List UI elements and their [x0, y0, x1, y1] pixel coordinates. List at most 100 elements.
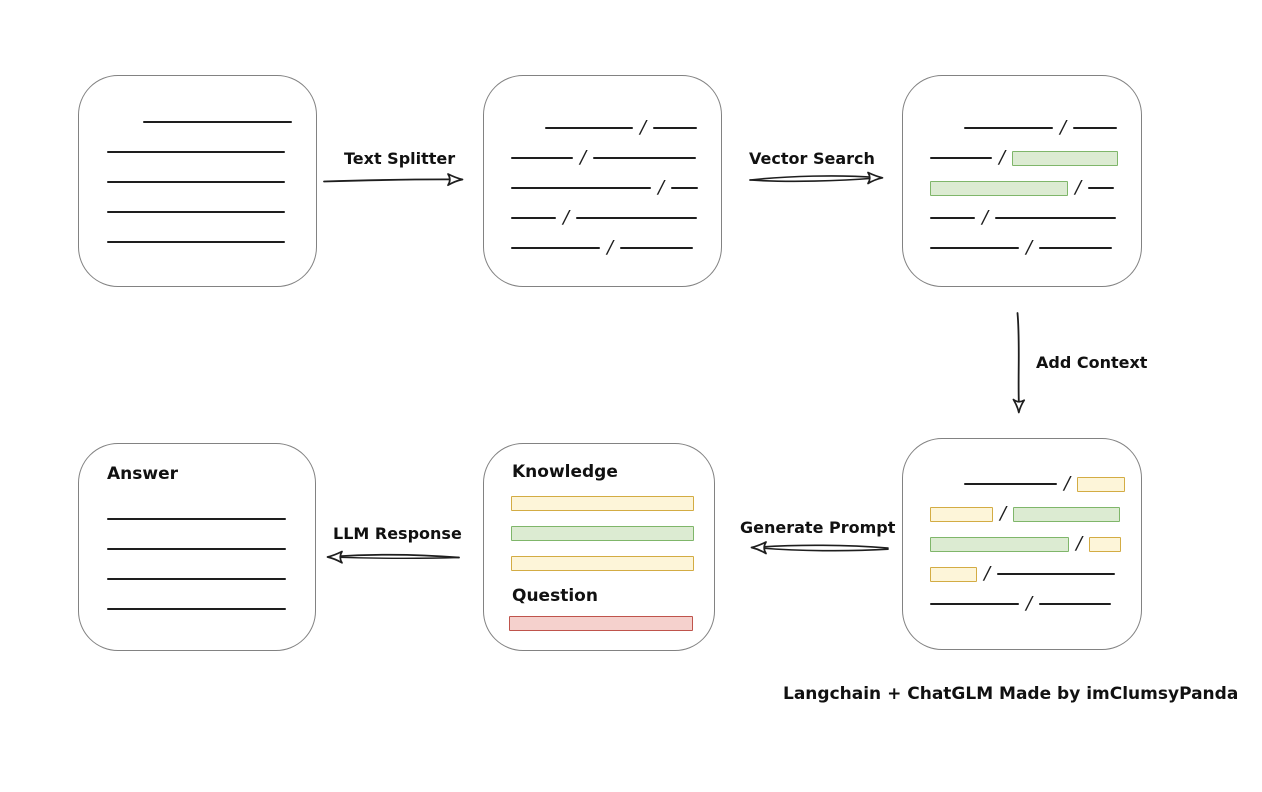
text-row [107, 594, 315, 624]
slash-separator: / [984, 563, 991, 584]
generate-prompt-arrow-icon[interactable] [738, 539, 892, 557]
slash-separator: / [1000, 503, 1007, 524]
text-row [107, 564, 315, 594]
green-highlight-rect [511, 525, 694, 541]
text-line [511, 247, 600, 249]
indent-gap [930, 128, 958, 129]
slash-separator: / [1064, 473, 1071, 494]
text-line [511, 157, 573, 159]
yellow-highlight-rect [1077, 476, 1126, 492]
text-row: / [930, 529, 1141, 559]
text-row: / [511, 203, 721, 233]
text-row [509, 608, 714, 638]
vector-matched-box[interactable]: / / / / / [902, 75, 1142, 287]
text-line [593, 157, 697, 159]
green-highlight-rect [1013, 506, 1121, 522]
llm-response-label: LLM Response [333, 524, 462, 543]
red-highlight-rect [509, 615, 693, 631]
text-line [930, 217, 975, 219]
text-line [107, 578, 286, 580]
add-context-arrow-icon[interactable] [1008, 311, 1032, 415]
text-line [107, 518, 286, 520]
yellow-highlight-rect [930, 566, 977, 582]
text-row: / [930, 233, 1141, 263]
knowledge-bars [511, 488, 714, 578]
text-line [107, 241, 285, 243]
yellow-highlight-rect [511, 555, 694, 571]
slash-separator: / [982, 207, 989, 228]
text-line [964, 127, 1053, 129]
slash-separator: / [1076, 533, 1083, 554]
add-context-label: Add Context [1036, 353, 1148, 372]
text-row: / [930, 203, 1141, 233]
text-row: / [930, 143, 1141, 173]
text-line [107, 181, 285, 183]
text-row [107, 227, 316, 257]
answer-box[interactable]: Answer [78, 443, 316, 651]
text-splitter-arrow-icon[interactable] [322, 171, 468, 189]
text-row [107, 107, 316, 137]
text-line [576, 217, 698, 219]
text-line [620, 247, 694, 249]
text-splitter-label: Text Splitter [344, 149, 456, 168]
text-line [997, 573, 1116, 575]
text-row: / [511, 233, 721, 263]
text-row [511, 548, 714, 578]
slash-separator: / [999, 147, 1006, 168]
answer-lines [107, 504, 315, 624]
yellow-highlight-rect [1089, 536, 1122, 552]
text-row [107, 167, 316, 197]
text-row: / [511, 143, 721, 173]
slash-separator: / [658, 177, 665, 198]
document-box[interactable] [78, 75, 317, 287]
slash-separator: / [1075, 177, 1082, 198]
split-text-box[interactable]: / / / / / [483, 75, 722, 287]
green-highlight-rect [930, 180, 1068, 196]
slash-separator: / [580, 147, 587, 168]
text-row [511, 518, 714, 548]
green-highlight-rect [1012, 150, 1119, 166]
llm-response-arrow-icon[interactable] [318, 549, 462, 565]
indent-gap [511, 128, 539, 129]
text-row [107, 504, 315, 534]
text-line [671, 187, 699, 189]
text-line [1039, 247, 1113, 249]
text-row: / [930, 173, 1141, 203]
text-line [930, 247, 1019, 249]
text-line [511, 187, 651, 189]
text-row: / [930, 113, 1141, 143]
slash-separator: / [1060, 117, 1067, 138]
text-line [930, 157, 992, 159]
question-label: Question [512, 586, 598, 606]
prompt-box[interactable]: Knowledge Question [483, 443, 715, 651]
text-line [653, 127, 698, 129]
text-line [1088, 187, 1115, 189]
text-row [107, 534, 315, 564]
text-line [143, 121, 292, 123]
text-line [1039, 603, 1112, 605]
context-added-box[interactable]: / / / / / [902, 438, 1142, 650]
text-line [511, 217, 556, 219]
text-line [964, 483, 1057, 485]
text-line [545, 127, 633, 129]
text-row: / [930, 469, 1141, 499]
text-row: / [511, 113, 721, 143]
text-line [930, 603, 1019, 605]
text-row: / [930, 589, 1141, 619]
slash-separator: / [1026, 593, 1033, 614]
text-line [107, 151, 285, 153]
text-row: / [511, 173, 721, 203]
indent-gap [930, 484, 958, 485]
slash-separator: / [640, 117, 647, 138]
text-line [1073, 127, 1118, 129]
slash-separator: / [1026, 237, 1033, 258]
caption-text: Langchain + ChatGLM Made by imClumsyPand… [783, 684, 1239, 704]
text-line [107, 608, 286, 610]
yellow-highlight-rect [511, 495, 694, 511]
text-line [107, 211, 285, 213]
slash-separator: / [563, 207, 570, 228]
yellow-highlight-rect [930, 506, 993, 522]
vector-search-arrow-icon[interactable] [746, 168, 888, 188]
green-highlight-rect [930, 536, 1069, 552]
